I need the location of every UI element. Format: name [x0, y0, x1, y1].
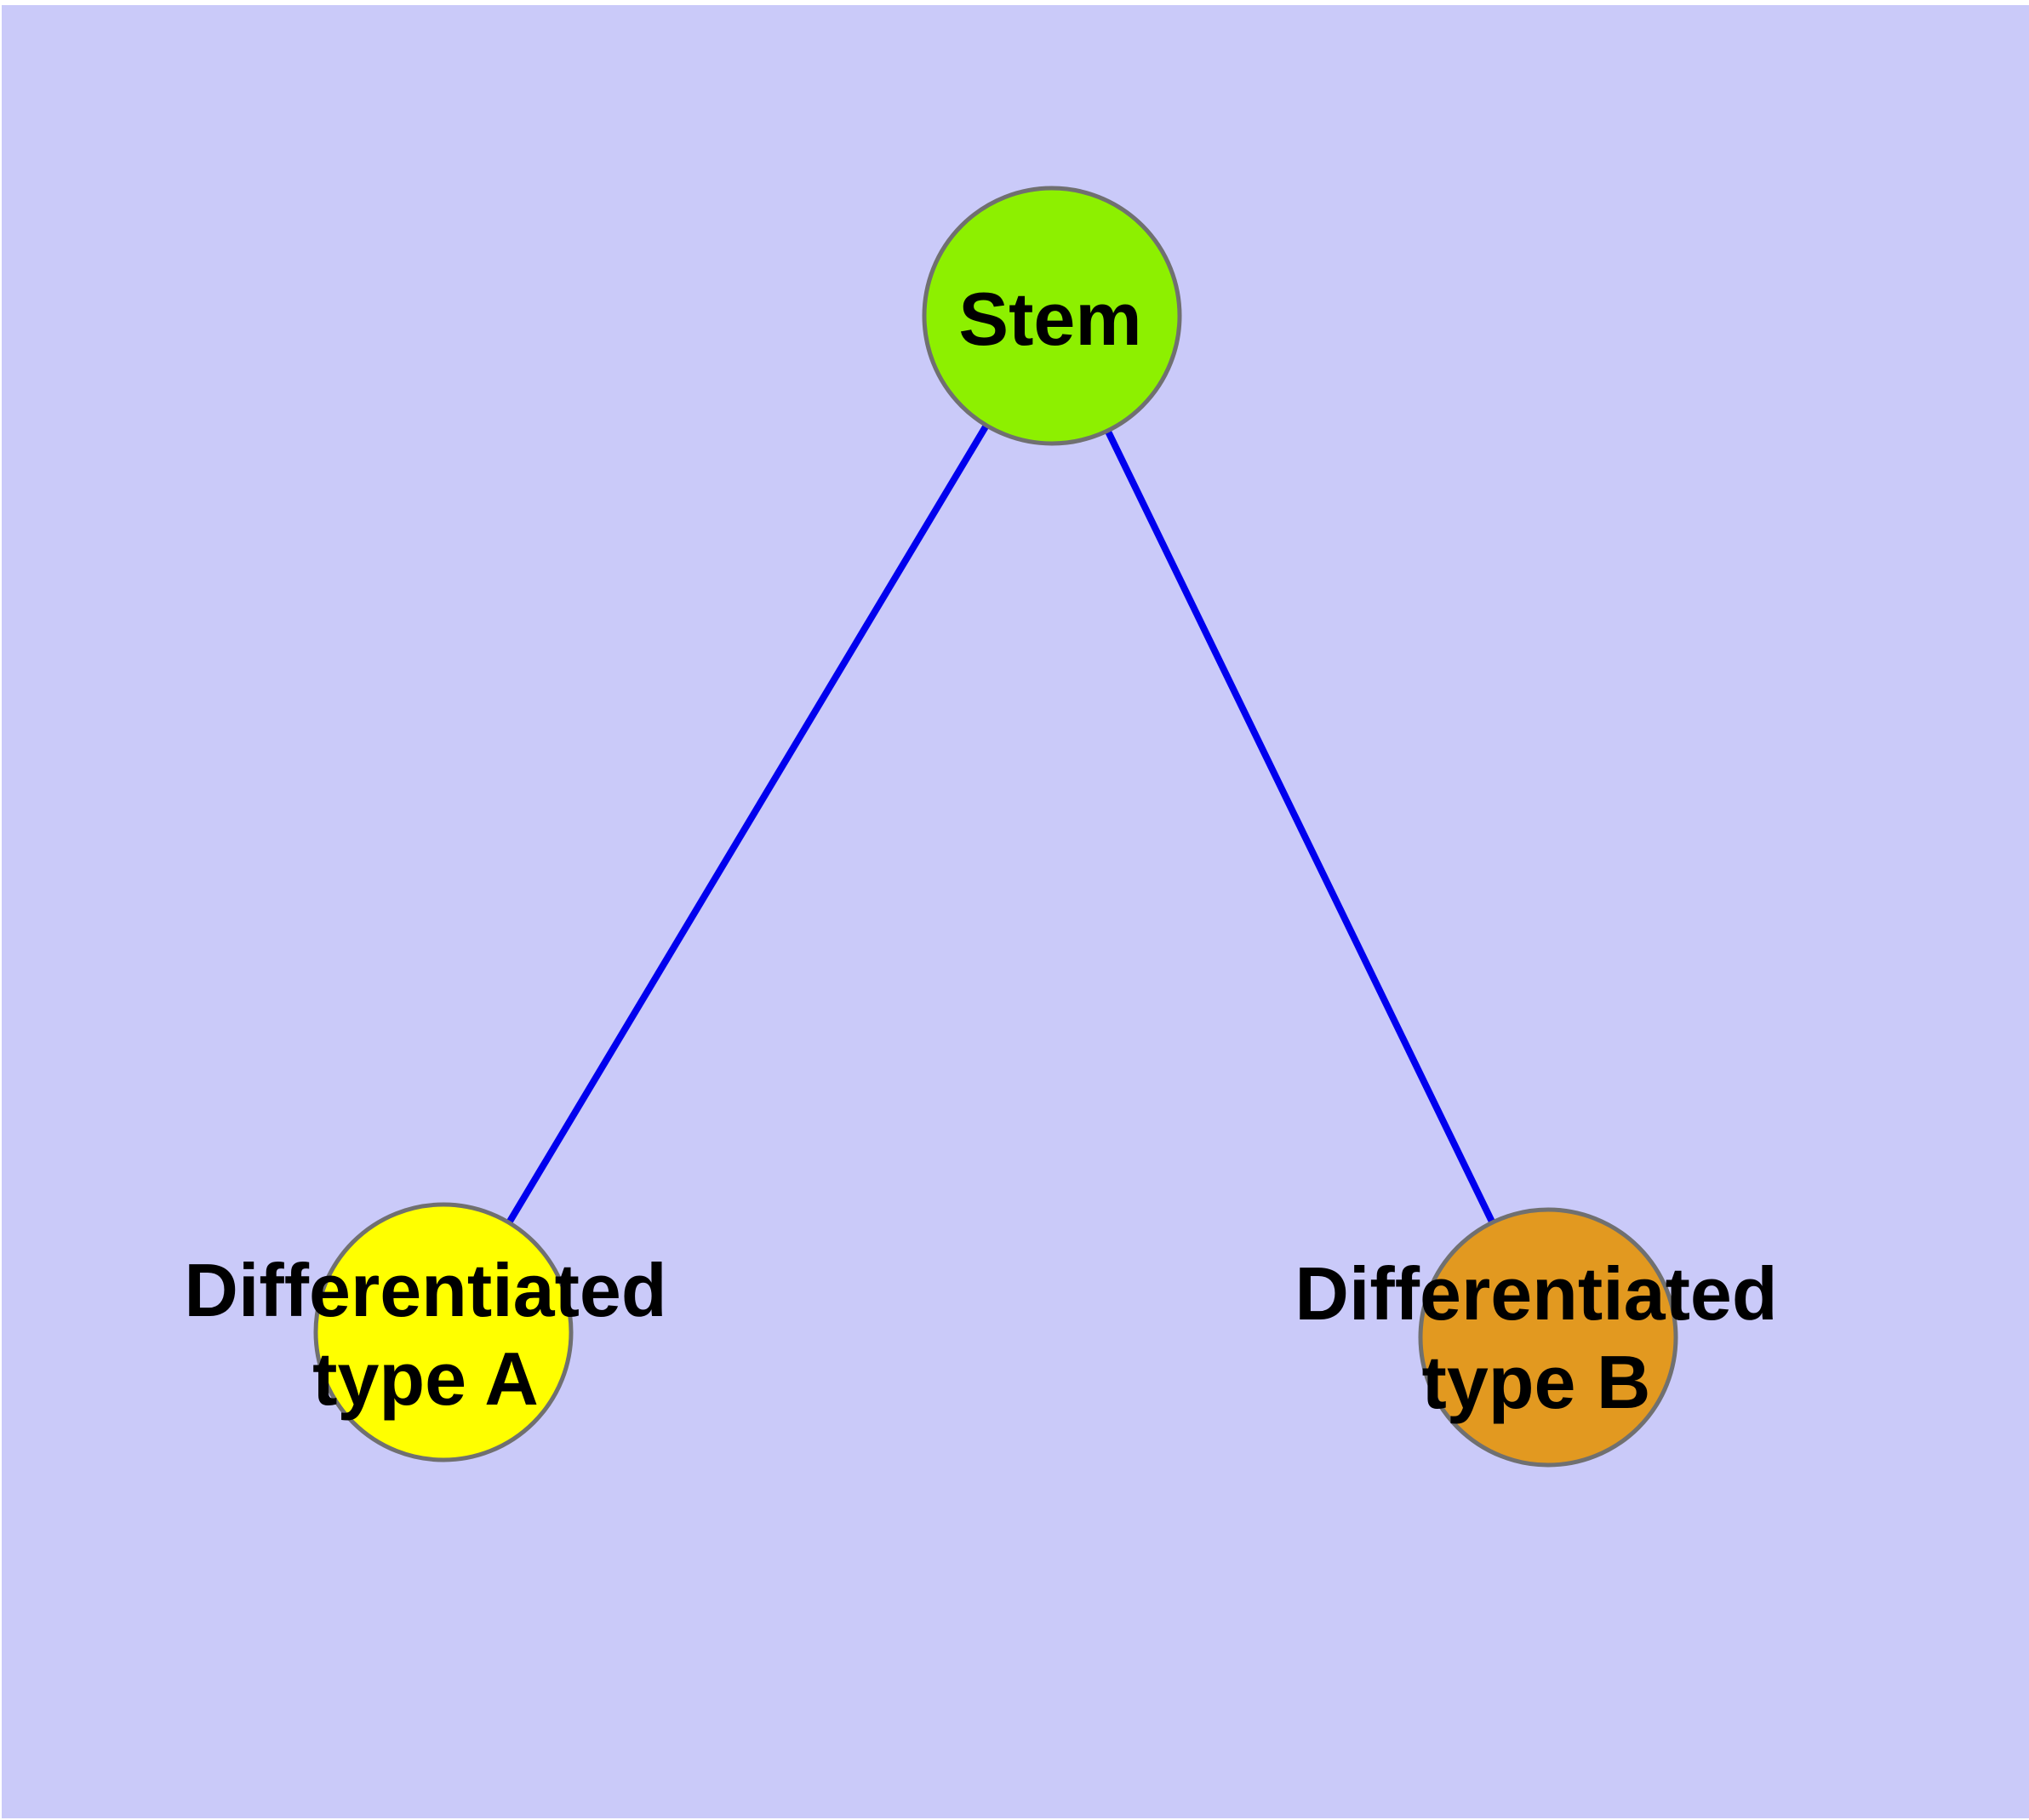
- edge-stem-to-type-b: [1049, 314, 1552, 1339]
- node-stem-label: Stem: [958, 275, 1141, 363]
- node-stem-label-text: Stem: [958, 277, 1142, 362]
- node-differentiated-type-b: [1418, 1207, 1678, 1468]
- node-type-b-label-line2: type B: [1421, 1340, 1651, 1424]
- node-type-a-label-line1: Differentiated: [184, 1248, 667, 1333]
- node-type-a-label: Differentiated type A: [184, 1246, 666, 1423]
- node-type-b-label: Differentiated type B: [1295, 1250, 1777, 1427]
- node-type-b-label-line1: Differentiated: [1295, 1251, 1778, 1336]
- edge-stem-to-type-a: [440, 313, 1055, 1335]
- node-stem: [922, 186, 1182, 446]
- node-type-a-label-line2: type A: [312, 1336, 539, 1421]
- node-differentiated-type-a: [313, 1202, 574, 1462]
